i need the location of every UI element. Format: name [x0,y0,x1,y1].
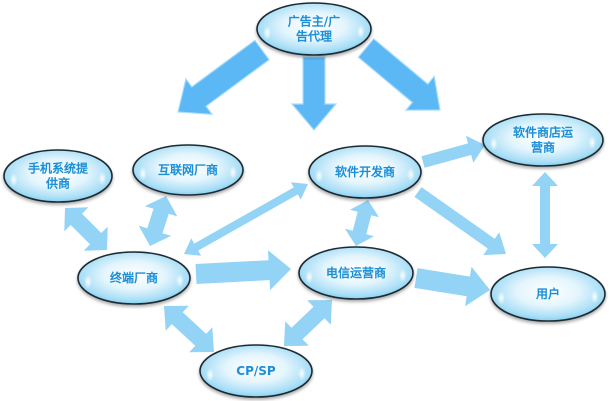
arrow-internet-vendor-to-terminal-vendor-bidirectional [138,196,178,246]
arrow-software-developer-to-telecom-operator-bidirectional [345,200,379,246]
node-highlight [590,289,599,304]
node-ellipse [199,344,313,398]
node-highlight [489,136,498,151]
arrow-telecom-operator-to-cp-sp-bidirectional [284,300,332,346]
arrow-advertiser-to-internet-vendor [177,39,270,115]
node-highlight [263,25,272,40]
node-highlight [398,268,407,283]
node-label: 广告主/广 [288,14,340,29]
node-highlight [305,269,314,284]
arrow-advertiser-to-software-developer [290,56,338,131]
node-telecom-operator: 电信运营商 [298,246,414,300]
node-label: 供商 [45,176,70,191]
arrow-terminal-vendor-to-cp-sp-bidirectional [164,305,214,353]
node-cp-sp: CP/SP [199,344,313,398]
node-internet-vendor: 互联网厂商 [132,144,244,196]
node-highlight [356,24,365,39]
node-software-developer: 软件开发商 [308,145,422,199]
node-label: 互联网厂商 [158,162,218,177]
node-label: 电信运营商 [326,265,386,280]
node-highlight [497,291,506,306]
node-ellipse [77,251,191,305]
node-highlight [84,274,93,289]
arrow-advertiser-to-app-store-operator [357,37,441,111]
node-label: 终端厂商 [110,270,158,285]
node-ellipse [482,113,604,167]
node-label: CP/SP [236,364,276,378]
node-highlight [315,168,324,183]
node-highlight [9,172,18,187]
node-terminal-vendor: 终端厂商 [77,251,191,305]
node-highlight [406,167,415,182]
edges-layer [64,37,558,353]
node-highlight [206,367,215,382]
arrow-software-developer-to-user [414,187,506,256]
arrow-software-developer-to-app-store-operator [421,135,485,168]
arrow-terminal-vendor-to-telecom-operator [195,250,291,291]
node-ellipse [490,266,606,322]
node-label: 告代理 [296,29,332,44]
node-label: 用户 [535,286,560,301]
node-ellipse [3,149,113,203]
node-highlight [297,366,306,381]
arrow-software-developer-to-terminal-vendor-bidirectional [184,182,308,256]
node-highlight [98,171,107,186]
node-ellipse [132,144,244,196]
node-highlight [138,166,147,181]
arrow-app-store-operator-to-user-bidirectional [532,172,558,258]
node-user: 用户 [490,266,606,322]
node-highlight [229,165,238,180]
node-ellipse [256,2,372,56]
node-label: 软件商店运 [513,125,573,140]
node-label: 营商 [531,140,555,155]
node-label: 软件开发商 [335,164,395,179]
arrow-os-provider-to-terminal-vendor-bidirectional [64,207,108,251]
node-ellipse [298,246,414,300]
node-ellipse [308,145,422,199]
arrow-telecom-operator-to-user [414,266,490,307]
node-highlight [588,135,597,150]
node-label: 手机系统提 [28,161,89,176]
node-highlight [175,273,184,288]
